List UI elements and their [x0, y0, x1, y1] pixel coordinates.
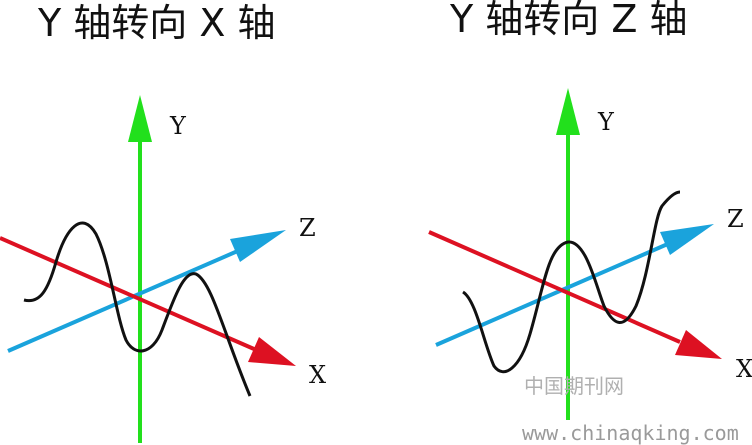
- panel-title: Y 轴转向 Z 轴: [449, 0, 687, 41]
- x-axis-arrowhead: [675, 330, 722, 359]
- panel-right: Y 轴转向 Z 轴 Y Z X: [428, 0, 752, 420]
- z-axis-line: [7, 248, 241, 353]
- panel-title: Y 轴转向 X 轴: [37, 1, 275, 45]
- y-axis-arrowhead: [128, 95, 152, 142]
- z-axis-arrowhead: [660, 224, 714, 255]
- watermark: 中国期刊网 www.chinaqking.com: [522, 374, 739, 445]
- z-axis-label: Z: [727, 205, 744, 233]
- y-axis-arrowhead: [556, 88, 580, 135]
- z-axis-arrowhead: [230, 230, 286, 262]
- x-axis-label: X: [736, 355, 752, 383]
- x-axis-label: X: [309, 361, 326, 389]
- x-axis-line: [0, 236, 255, 351]
- z-axis-line: [435, 241, 671, 347]
- x-axis-arrowhead: [248, 337, 296, 366]
- y-axis-label: Y: [169, 112, 187, 140]
- panel-left: Y 轴转向 X 轴 Y Z X: [0, 1, 326, 443]
- wave-curve: [462, 190, 681, 374]
- x-axis-line: [428, 230, 681, 344]
- wave-curve: [23, 221, 252, 397]
- watermark-url: www.chinaqking.com: [522, 421, 739, 445]
- y-axis-label: Y: [597, 108, 615, 136]
- watermark-cn: 中国期刊网: [524, 374, 624, 398]
- z-axis-label: Z: [299, 214, 316, 242]
